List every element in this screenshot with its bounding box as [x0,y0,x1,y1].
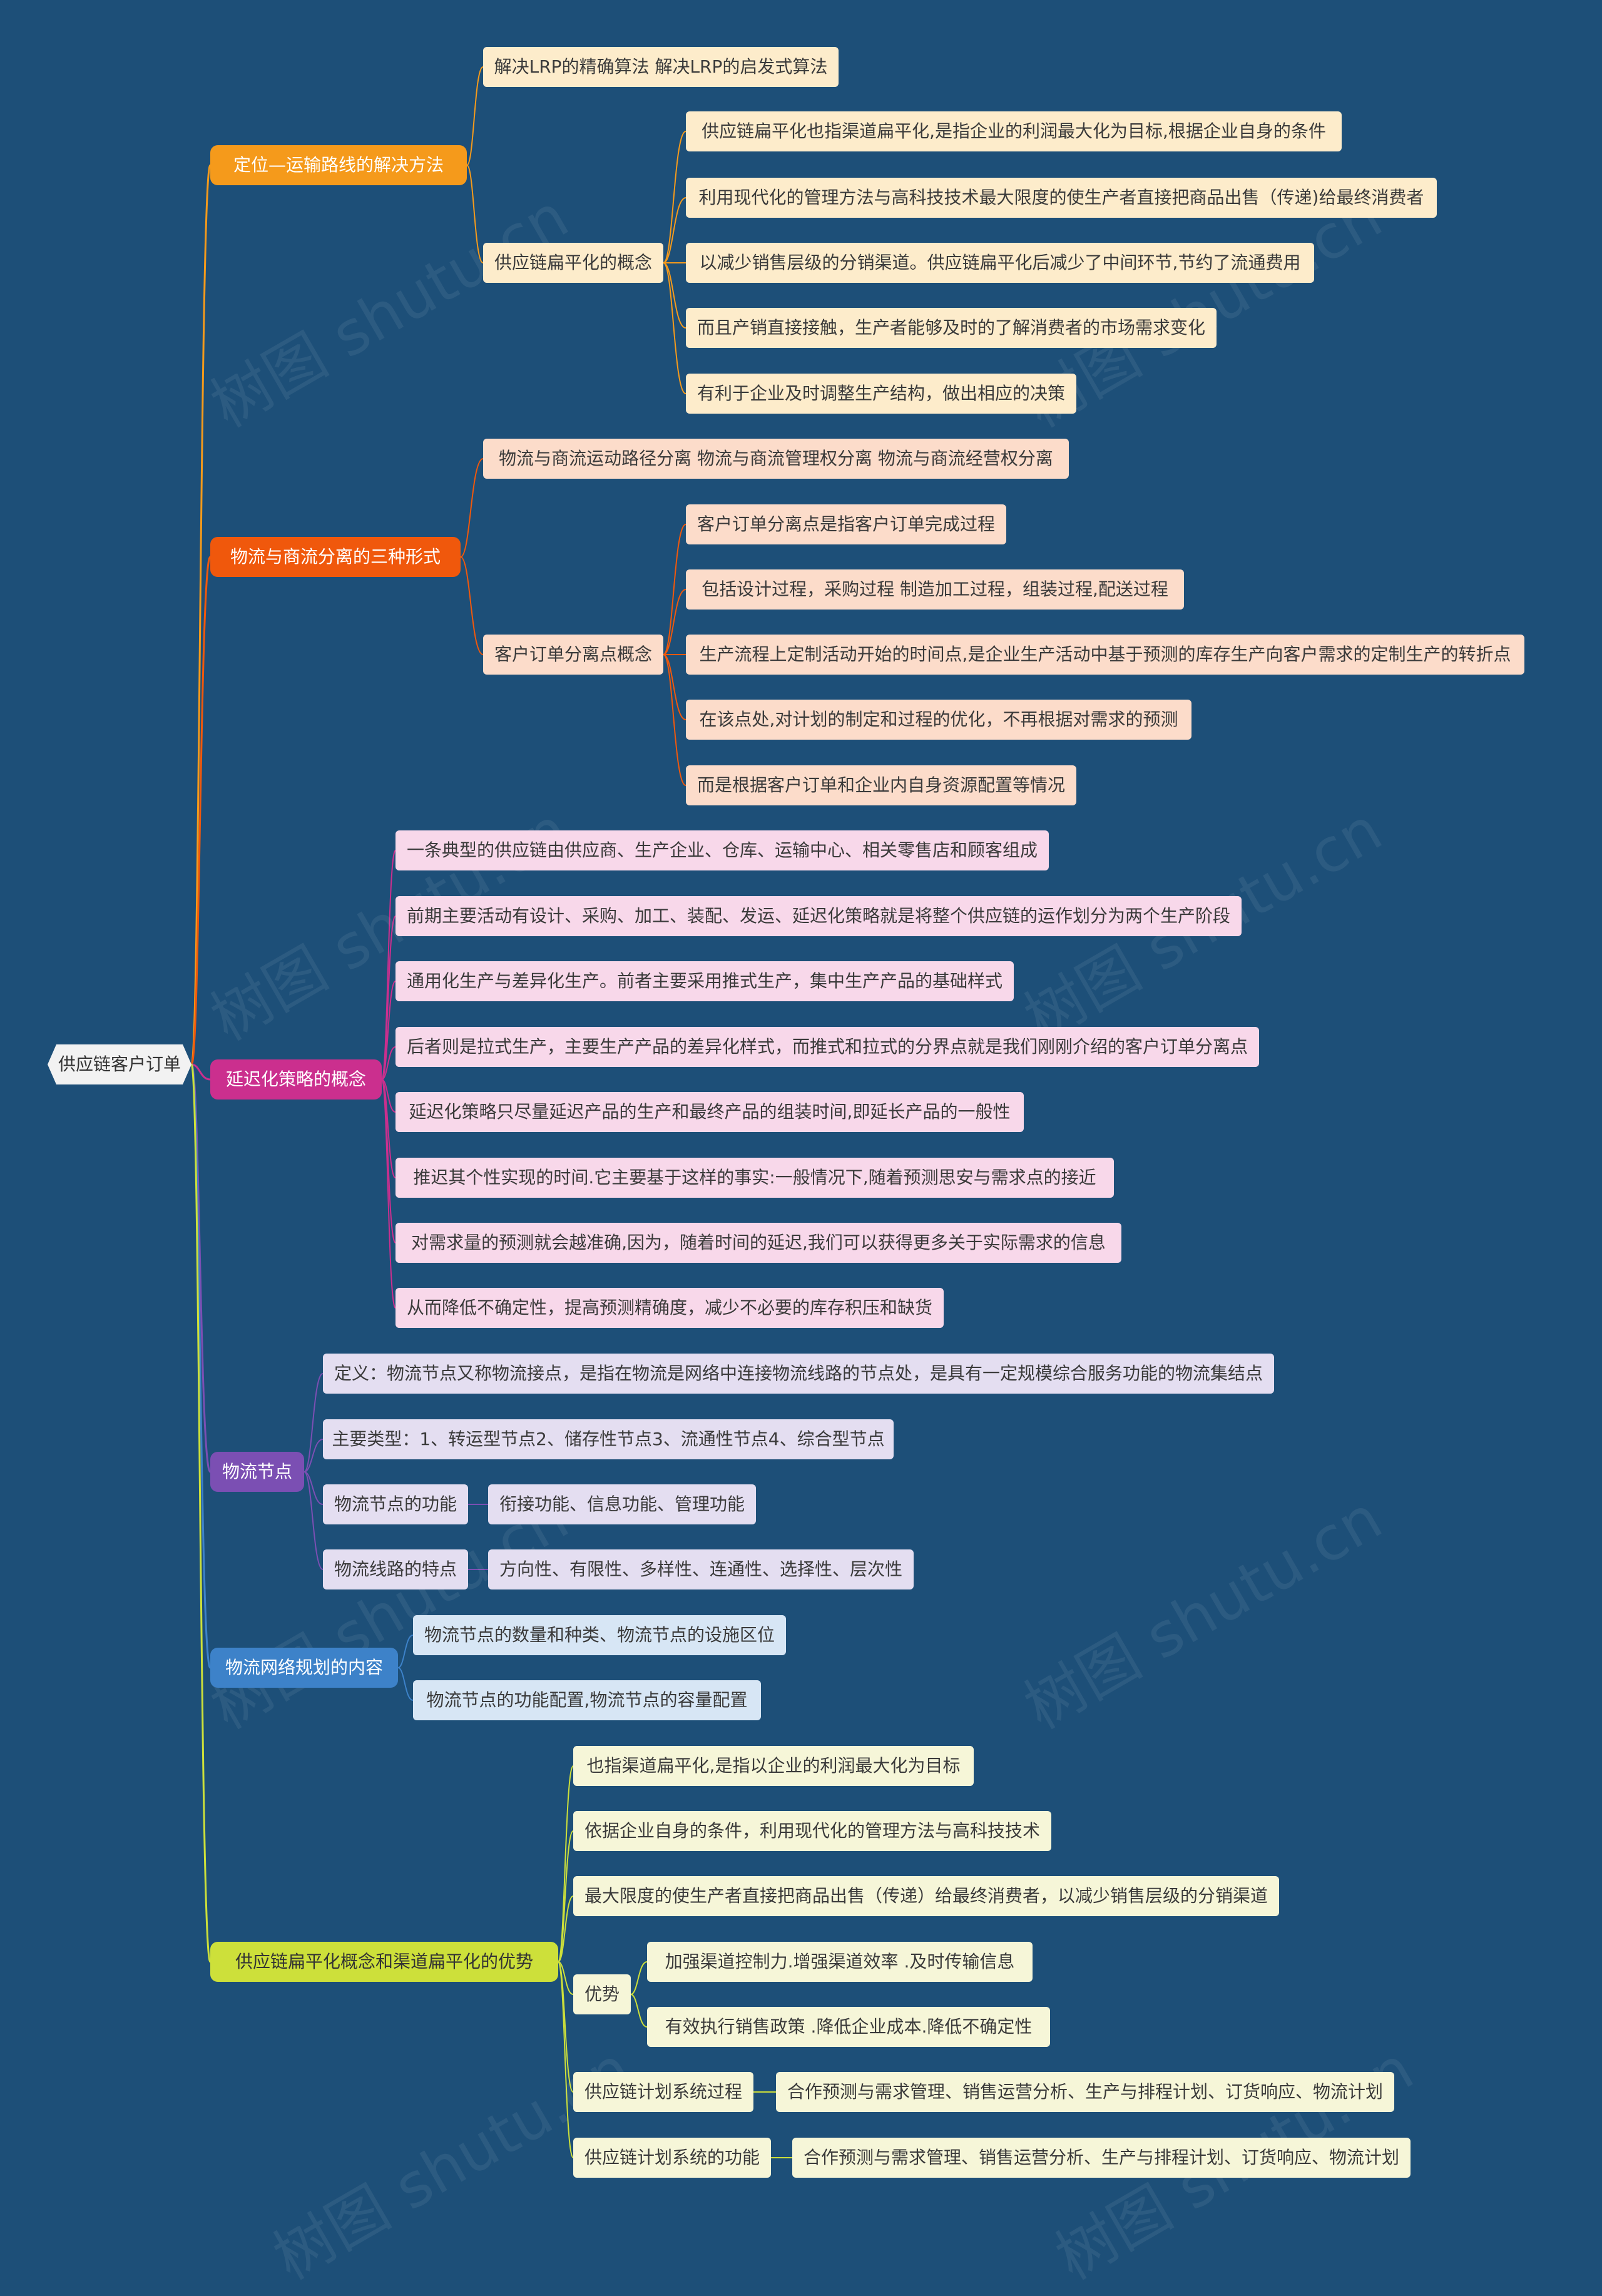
topic-node[interactable]: 物流与商流运动路径分离 物流与商流管理权分离 物流与商流经营权分离 [483,439,1069,479]
connector-line [663,589,686,655]
topic-node[interactable]: 物流节点的功能配置,物流节点的容量配置 [413,1680,761,1720]
subtopic-node[interactable]: 合作预测与需求管理、销售运营分析、生产与排程计划、订货响应、物流计划 [776,2072,1394,2112]
subtopic-node[interactable]: 而是根据客户订单和企业内自身资源配置等情况 [686,765,1076,805]
topic-node[interactable]: 物流节点的数量和种类、物流节点的设施区位 [413,1615,786,1655]
connector-line [381,981,396,1080]
branch-node-3[interactable]: 延迟化策略的概念 [210,1059,382,1100]
connector-line [663,262,686,394]
topic-node[interactable]: 通用化生产与差异化生产。前者主要采用推式生产，集中生产产品的基础样式 [395,961,1014,1001]
connector-line [663,654,686,786]
connector-line [304,1471,324,1570]
branch-node-5[interactable]: 物流网络规划的内容 [210,1648,398,1688]
topic-node[interactable]: 客户订单分离点概念 [483,635,663,675]
topic-node[interactable]: 解决LRP的精确算法 解决LRP的启发式算法 [483,47,839,87]
connector-line [663,197,686,263]
topic-node[interactable]: 物流节点的功能 [323,1484,468,1524]
connector-line [466,66,484,166]
root-node[interactable]: 供应链客户订单 [48,1044,191,1084]
topic-node[interactable]: 物流线路的特点 [323,1549,468,1589]
connector-line [630,1961,648,1995]
branch-node-1[interactable]: 定位—运输路线的解决方法 [210,145,467,185]
subtopic-node[interactable]: 方向性、有限性、多样性、连通性、选择性、层次性 [488,1549,914,1589]
connector-line [381,850,396,1080]
connector-line [304,1439,324,1472]
topic-node[interactable]: 主要类型：1、转运型节点2、储存性节点3、流通性节点4、综合型节点 [323,1419,894,1459]
subtopic-node[interactable]: 合作预测与需求管理、销售运营分析、生产与排程计划、订货响应、物流计划 [792,2138,1411,2178]
subtopic-node[interactable]: 加强渠道控制力.增强渠道效率 .及时传输信息 [647,1942,1033,1982]
connector-line [190,556,212,1066]
topic-node[interactable]: 定义：物流节点又称物流接点，是指在物流是网络中连接物流线路的节点处，是具有一定规… [323,1354,1274,1394]
topic-node[interactable]: 推迟其个性实现的时间.它主要基于这样的事实:一般情况下,随着预测思安与需求点的接… [395,1158,1114,1198]
mindmap-canvas: 树图 shutu.cn 树图 shutu.cn 树图 shutu.cn 树图 s… [0,47,1524,2293]
connector-line [190,164,212,1066]
connector-line [304,1471,324,1505]
connector-line [663,654,686,720]
connector-line [663,131,686,263]
connector-lines [190,66,792,2158]
topic-node[interactable]: 优势 [573,1974,631,2014]
branch-node-2[interactable]: 物流与商流分离的三种形式 [210,537,461,577]
subtopic-node[interactable]: 利用现代化的管理方法与高科技技术最大限度的使生产者直接把商品出售（传递)给最终消… [686,178,1437,218]
connector-line [460,556,484,655]
connector-line [558,1961,574,2158]
connector-line [190,1063,212,1963]
subtopic-node[interactable]: 有利于企业及时调整生产结构，做出相应的决策 [686,374,1076,414]
topic-node[interactable]: 依据企业自身的条件，利用现代化的管理方法与高科技技术 [573,1811,1051,1851]
subtopic-node[interactable]: 而且产销直接接触，生产者能够及时的了解消费者的市场需求变化 [686,308,1217,348]
subtopic-node[interactable]: 生产流程上定制活动开始的时间点,是企业生产活动中基于预测的库存生产向客户需求的定… [686,635,1524,675]
connector-line [558,1895,574,1962]
connector-line [381,1079,396,1309]
connector-line [558,1830,574,1962]
branch-node-4[interactable]: 物流节点 [210,1452,304,1492]
connector-line [304,1373,324,1472]
connector-line [663,262,686,329]
topic-node[interactable]: 也指渠道扁平化,是指以企业的利润最大化为目标 [573,1746,974,1786]
connector-line [397,1667,414,1701]
subtopic-node[interactable]: 包括设计过程，采购过程 制造加工过程，组装过程,配送过程 [686,569,1184,610]
topic-node[interactable]: 供应链计划系统过程 [573,2072,753,2112]
connector-line [630,1994,648,2028]
connector-line [558,1765,574,1962]
subtopic-node[interactable]: 以减少销售层级的分销渠道。供应链扁平化后减少了中间环节,节约了流通费用 [686,243,1314,283]
connector-line [381,1046,396,1080]
connector-line [397,1635,414,1668]
topic-node[interactable]: 最大限度的使生产者直接把商品出售（传递）给最终消费者，以减少销售层级的分销渠道 [573,1876,1279,1916]
connector-line [663,524,686,655]
topic-node[interactable]: 一条典型的供应链由供应商、生产企业、仓库、运输中心、相关零售店和顾客组成 [395,830,1049,870]
topic-node[interactable]: 前期主要活动有设计、采购、加工、装配、发运、延迟化策略就是将整个供应链的运作划分… [395,896,1242,936]
connector-line [191,1063,211,1081]
topic-node[interactable]: 从而降低不确定性，提高预测精确度，减少不必要的库存积压和缺货 [395,1288,944,1328]
subtopic-node[interactable]: 衔接功能、信息功能、管理功能 [488,1484,756,1524]
topic-node[interactable]: 后者则是拉式生产，主要生产产品的差异化样式，而推式和拉式的分界点就是我们刚刚介绍… [395,1027,1259,1067]
subtopic-node[interactable]: 供应链扁平化也指渠道扁平化,是指企业的利润最大化为目标,根据企业自身的条件 [686,111,1342,151]
subtopic-node[interactable]: 在该点处,对计划的制定和过程的优化，不再根据对需求的预测 [686,700,1191,740]
topic-node[interactable]: 延迟化策略只尽量延迟产品的生产和最终产品的组装时间,即延长产品的一般性 [395,1092,1024,1132]
branch-node-6[interactable]: 供应链扁平化概念和渠道扁平化的优势 [210,1942,558,1982]
topic-node[interactable]: 对需求量的预测就会越准确,因为，随着时间的延迟,我们可以获得更多关于实际需求的信… [395,1223,1121,1263]
topic-node[interactable]: 供应链扁平化的概念 [483,243,663,283]
topic-node[interactable]: 供应链计划系统的功能 [573,2138,771,2178]
connector-line [460,458,484,558]
connector-line [466,165,484,263]
connector-line [558,1961,574,1995]
subtopic-node[interactable]: 客户订单分离点是指客户订单完成过程 [686,504,1006,544]
subtopic-node[interactable]: 有效执行销售政策 .降低企业成本.降低不确定性 [647,2007,1050,2047]
